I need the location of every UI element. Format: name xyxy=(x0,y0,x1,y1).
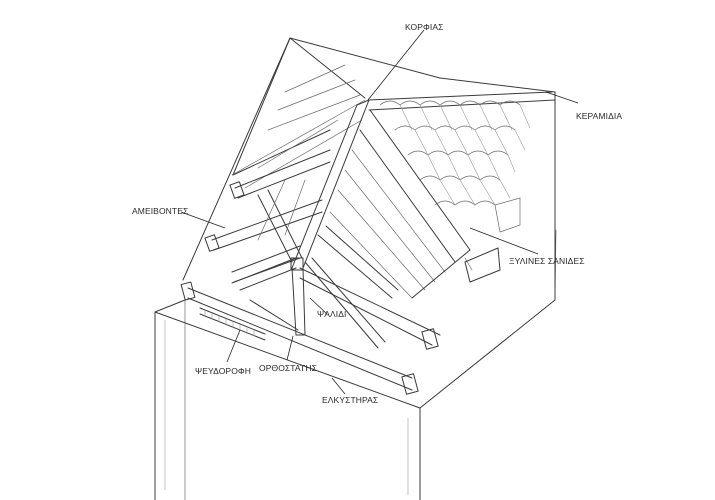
tie-beam xyxy=(180,267,441,395)
label-orthostatis: ΟΡΘΟΣΤΑΤΗΣ xyxy=(259,363,317,373)
label-elkystiras: ΕΛΚΥΣΤΗΡΑΣ xyxy=(322,395,379,405)
purlins xyxy=(204,149,331,283)
label-psalidi: ΨΑΛΙΔΙ xyxy=(317,309,347,319)
roof-planes xyxy=(182,37,556,301)
leader-lines xyxy=(180,29,579,395)
label-korfias: ΚΟΡΦΙΑΣ xyxy=(405,22,444,32)
king-post xyxy=(290,257,306,336)
roof-boards xyxy=(329,109,473,299)
label-ameivontes: ΑΜΕΙΒΟΝΤΕΣ xyxy=(132,206,189,216)
label-psevdorofi: ΨΕΥΔΟΡΟΦΗ xyxy=(195,366,252,376)
label-xylines-sanides: ΞΥΛΙΝΕΣ ΣΑΝΙΔΕΣ xyxy=(509,256,585,266)
roof-tiles xyxy=(379,100,531,283)
ridge-beam xyxy=(291,91,556,269)
building-walls xyxy=(154,229,557,500)
struts xyxy=(231,179,399,349)
false-ceiling xyxy=(199,307,266,341)
label-keramidia: ΚΕΡΑΜΙΔΙΑ xyxy=(576,111,623,121)
